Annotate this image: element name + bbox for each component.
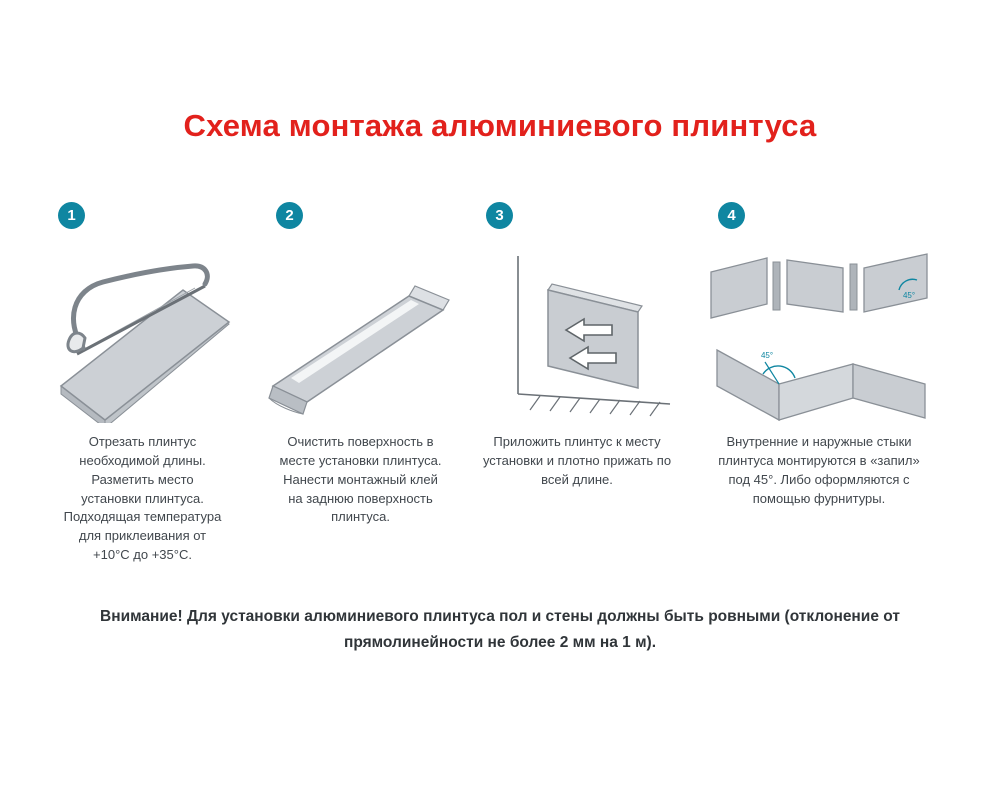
press-direction-arrows bbox=[563, 317, 617, 370]
hacksaw-icon bbox=[59, 262, 230, 423]
step-2: 2 Очистить поверхность в месте установки… bbox=[258, 202, 463, 527]
step-1: 1 Отрезать плинтус необходимой длины. Ра… bbox=[40, 202, 245, 565]
step-1-caption: Отрезать плинтус необходимой длины. Разм… bbox=[63, 434, 222, 563]
step-4-caption: Внутренние и наружные стыки плинтуса мон… bbox=[718, 434, 920, 506]
plinth-press-to-wall-illustration bbox=[468, 235, 686, 425]
step-3: 3 bbox=[468, 202, 686, 490]
floor-hatching bbox=[529, 395, 660, 416]
hacksaw-cutting-plinth-illustration bbox=[40, 235, 245, 425]
corner-joints-illustration: 45° 45° bbox=[700, 235, 938, 425]
step-2-number-badge: 2 bbox=[276, 202, 303, 229]
plinth-profile-icon bbox=[267, 284, 450, 415]
step-4: 4 45° 45° Внутренние bbox=[700, 202, 938, 508]
warning-text: Для установки алюминиевого плинтуса пол … bbox=[187, 608, 900, 651]
step-1-number-badge: 1 bbox=[58, 202, 85, 229]
plinth-profile-illustration bbox=[258, 235, 463, 425]
angle-label-top: 45° bbox=[903, 291, 915, 300]
page-title: Схема монтажа алюминиевого плинтуса bbox=[183, 108, 817, 143]
corner-joints-icon: 45° 45° bbox=[710, 252, 928, 421]
step-4-number-badge: 4 bbox=[718, 202, 745, 229]
press-to-wall-icon bbox=[516, 255, 670, 416]
step-2-caption: Очистить поверхность в месте установки п… bbox=[279, 434, 442, 525]
warning-label: Внимание! bbox=[100, 608, 183, 625]
step-3-caption: Приложить плинтус к месту установки и пл… bbox=[482, 434, 672, 487]
warning-note: Внимание! Для установки алюминиевого пли… bbox=[85, 604, 915, 655]
step-3-number-badge: 3 bbox=[486, 202, 513, 229]
angle-label-bottom: 45° bbox=[761, 351, 773, 360]
